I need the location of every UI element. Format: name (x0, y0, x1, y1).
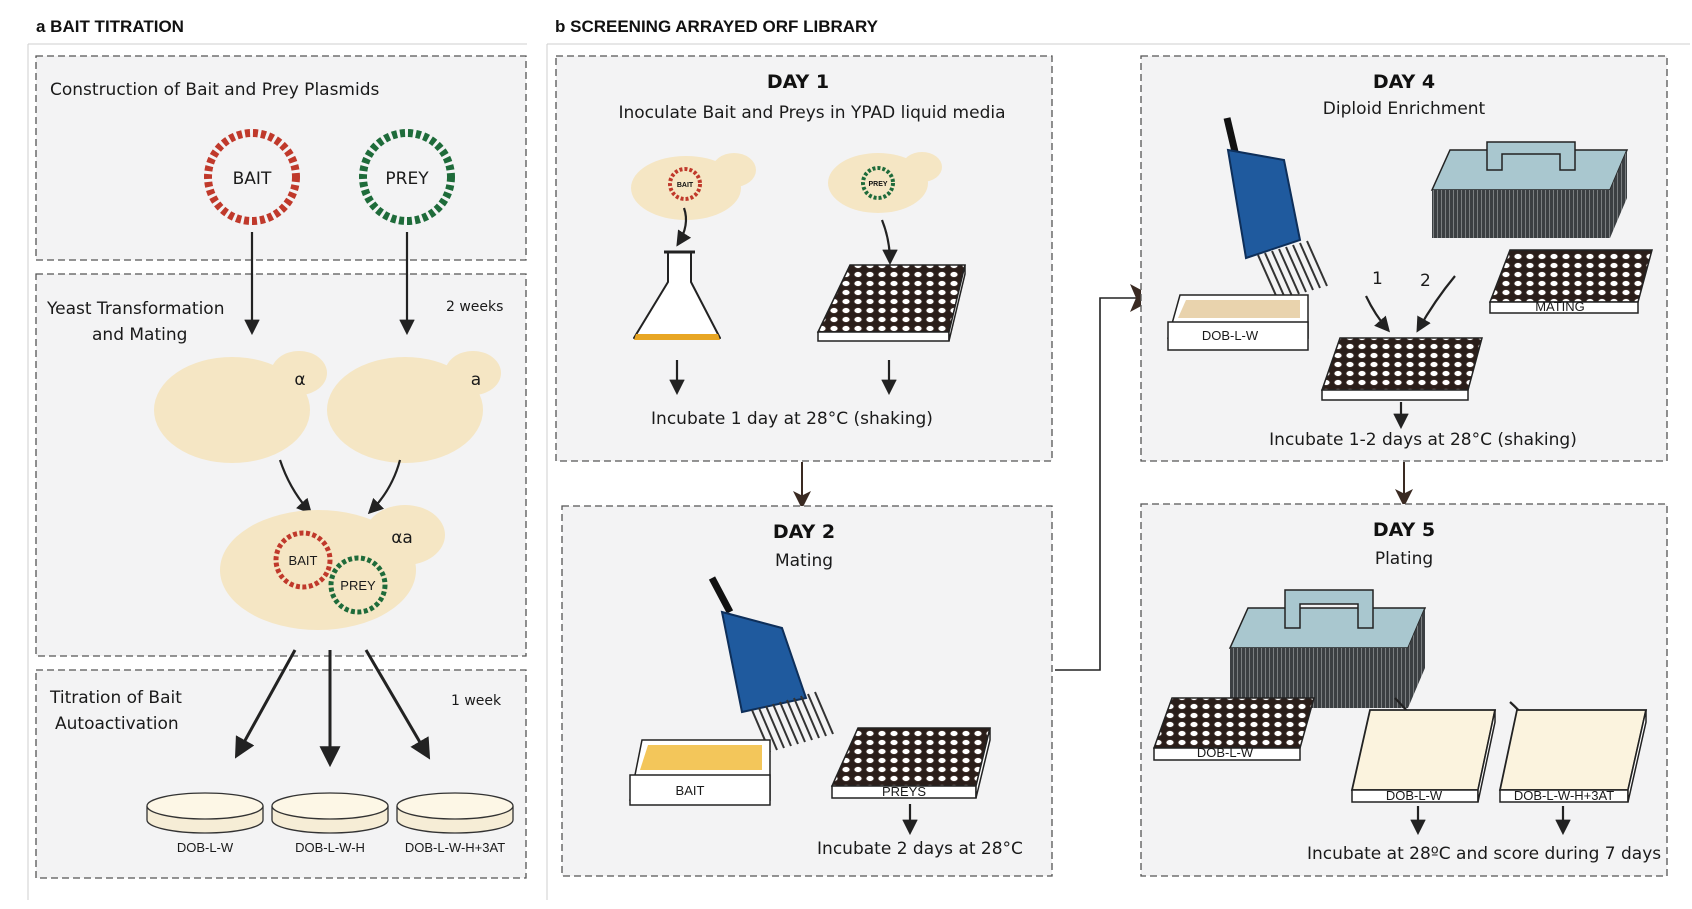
day5-replicator-icon (1228, 589, 1427, 708)
step-titration-label-2: Autoactivation (55, 714, 179, 734)
day4-mating-plate-label: MATING (1535, 299, 1585, 314)
step-titration-time: 1 week (451, 693, 502, 709)
agar-plate-2: DOB-L-W-H (271, 792, 389, 855)
day4-caption: Incubate 1-2 days at 28°C (shaking) (1269, 430, 1577, 450)
day2-multichannel-pipette-icon (708, 576, 834, 753)
day4-replicator-icon (1430, 141, 1629, 238)
day2-title: DAY 2 (773, 521, 835, 543)
day4-tray-label: DOB-L-W (1202, 328, 1259, 343)
step-transformation-label-1: Yeast Transformation (46, 299, 224, 319)
agar-plate-1-label: DOB-L-W (177, 840, 234, 855)
day4-step1-label: 1 (1372, 269, 1383, 289)
panel-a: a BAIT TITRATION Construction of Bait an… (27, 17, 527, 900)
day4-dob-tray: DOB-L-W (1167, 294, 1309, 351)
agar-plate-3: DOB-L-W-H+3AT (396, 792, 514, 855)
a-yeast-cell: a (327, 351, 501, 463)
day4-subtitle: Diploid Enrichment (1323, 99, 1486, 119)
step-transformation-time: 2 weeks (446, 299, 503, 315)
panel-a-header: a BAIT TITRATION (36, 17, 184, 36)
agar-plate-1: DOB-L-W (146, 792, 264, 855)
bait-plasmid-label: BAIT (233, 169, 272, 189)
day4-multichannel-pipette-icon (1223, 117, 1328, 301)
day5-source-plate: DOB-L-W (1152, 697, 1315, 761)
prey-to-plate-arrow (880, 219, 898, 266)
flask-icon (633, 250, 721, 340)
bait-plasmid-icon: BAIT (204, 129, 300, 225)
a-label: a (471, 370, 481, 390)
panel-b: b SCREENING ARRAYED ORF LIBRARY DAY 1 In… (546, 17, 1690, 900)
day5-agar1-label: DOB-L-W (1386, 788, 1443, 803)
day4-arrow-1 (1365, 295, 1391, 333)
prey-yeast-icon: PREY (828, 152, 942, 213)
diploid-prey-label: PREY (340, 578, 376, 593)
day2-to-day4-connector (1055, 297, 1148, 671)
day1-prey-label: PREY (868, 181, 887, 188)
step-titration-label-1: Titration of Bait (49, 688, 182, 708)
day5-caption: Incubate at 28ºC and score during 7 days (1307, 844, 1661, 864)
day1-subtitle: Inoculate Bait and Preys in YPAD liquid … (618, 103, 1005, 123)
day2-preys-plate: PREYS (830, 727, 991, 799)
panel-b-header: b SCREENING ARRAYED ORF LIBRARY (555, 17, 879, 36)
day1-96-well-plate (816, 264, 966, 342)
plasmid-construction-box (35, 55, 527, 261)
day1-caption: Incubate 1 day at 28°C (shaking) (651, 409, 933, 429)
day1-bait-label: BAIT (677, 182, 694, 189)
alpha-a-label: αa (391, 528, 413, 548)
diploid-yeast-cell: αa BAIT PREY (220, 505, 445, 630)
bait-yeast-icon: BAIT (631, 153, 756, 220)
bait-to-flask-arrow (676, 207, 692, 247)
diploid-bait-label: BAIT (289, 553, 318, 568)
titration-arrow-3 (364, 649, 431, 760)
prey-plasmid-icon: PREY (359, 129, 455, 225)
day5-title: DAY 5 (1373, 519, 1435, 541)
day2-caption: Incubate 2 days at 28°C (817, 839, 1023, 859)
day4-mating-plate: MATING (1488, 249, 1653, 314)
alpha-yeast-cell: α (154, 351, 327, 463)
agar-plate-3-label: DOB-L-W-H+3AT (405, 840, 505, 855)
day4-title: DAY 4 (1373, 71, 1435, 93)
day4-result-plate (1320, 337, 1483, 401)
day2-box (561, 505, 1053, 877)
titration-arrow-1 (234, 649, 297, 759)
day2-bait-tray-label: BAIT (676, 783, 705, 798)
alpha-label: α (294, 370, 305, 390)
day2-bait-reservoir: BAIT (629, 739, 771, 806)
day1-title: DAY 1 (767, 71, 829, 93)
day5-agar2-label: DOB-L-W-H+3AT (1514, 788, 1614, 803)
step-transformation-label-2: and Mating (92, 325, 187, 345)
day2-subtitle: Mating (775, 551, 833, 571)
day5-agar-plate-1: DOB-L-W (1350, 709, 1497, 803)
day5-source-plate-label: DOB-L-W (1197, 745, 1254, 760)
day5-agar-plate-2: DOB-L-W-H+3AT (1498, 709, 1648, 803)
mating-arrow-left (278, 459, 313, 515)
mating-arrow-right (367, 459, 402, 515)
titration-box (35, 669, 527, 879)
step-construction-label: Construction of Bait and Prey Plasmids (50, 80, 380, 100)
prey-plasmid-label: PREY (385, 169, 429, 189)
day1-box (555, 55, 1053, 462)
day2-prey-plate-label: PREYS (882, 784, 926, 799)
agar-plate-2-label: DOB-L-W-H (295, 840, 365, 855)
day5-subtitle: Plating (1375, 549, 1433, 569)
day4-step2-label: 2 (1420, 271, 1431, 291)
day4-arrow-2 (1416, 275, 1456, 333)
